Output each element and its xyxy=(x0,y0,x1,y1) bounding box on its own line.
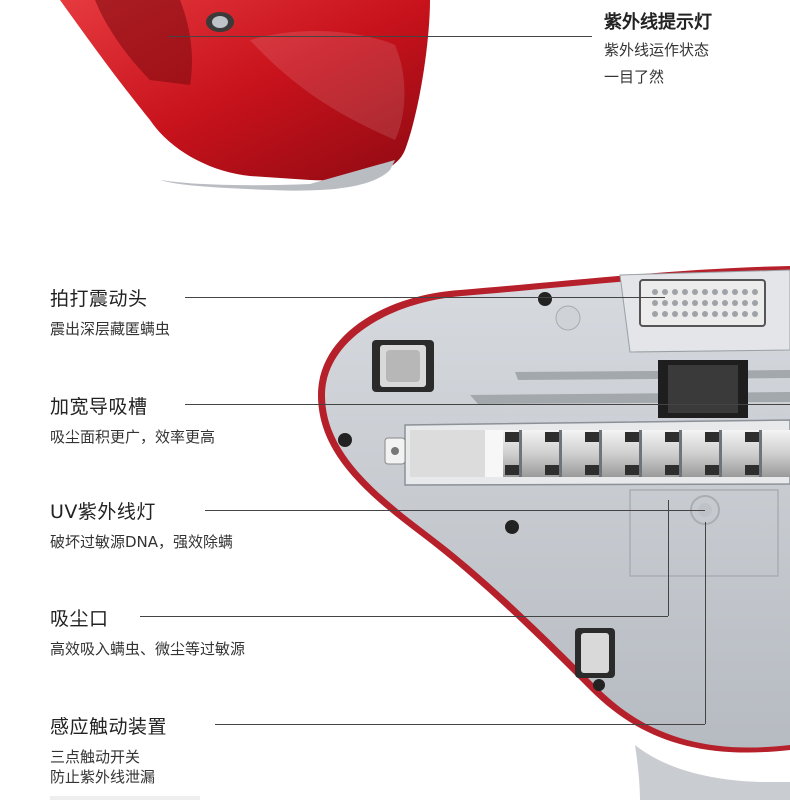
feature-sensor-switch: 感应触动装置 三点触动开关 防止紫外线泄漏 xyxy=(50,712,167,787)
feature-title: 感应触动装置 xyxy=(50,716,168,738)
feature-title: 吸尘口 xyxy=(50,608,109,630)
feature-desc: 震出深层藏匿螨虫 xyxy=(50,320,171,338)
feature-title: UV紫外线灯 xyxy=(50,501,156,523)
feature-uv-lamp: UV紫外线灯 破坏过敏源DNA，强效除螨 xyxy=(50,497,233,552)
feature-title: 加宽导吸槽 xyxy=(50,396,148,418)
leader-line-uv-lamp xyxy=(205,510,705,511)
feature-title: 拍打震动头 xyxy=(50,288,148,310)
leader-vertical-suction-port xyxy=(668,500,669,616)
leader-line-sensor-switch xyxy=(215,724,705,725)
leader-line-suction-port xyxy=(140,616,668,617)
cleaner-base xyxy=(318,266,790,800)
feature-desc: 破坏过敏源DNA，强效除螨 xyxy=(50,533,234,551)
leader-line-uv-indicator xyxy=(168,36,592,37)
feature-desc: 高效吸入螨虫、微尘等过敏源 xyxy=(50,640,246,658)
callout-title: 紫外线提示灯 xyxy=(604,12,712,33)
feature-suction-groove: 加宽导吸槽 吸尘面积更广，效率更高 xyxy=(50,392,215,447)
leader-line-suction-groove xyxy=(185,404,790,405)
feature-suction-port: 吸尘口 高效吸入螨虫、微尘等过敏源 xyxy=(50,604,245,659)
leader-line-vibration-head xyxy=(185,297,665,298)
feature-desc: 三点触动开关 xyxy=(50,748,141,766)
feature-desc: 吸尘面积更广，效率更高 xyxy=(50,428,216,446)
callout-desc-line: 一目了然 xyxy=(604,68,665,86)
callout-uv-indicator: 紫外线提示灯 紫外线运作状态 一目了然 xyxy=(604,8,712,88)
leader-vertical-sensor-switch xyxy=(705,522,706,724)
feature-desc: 防止紫外线泄漏 xyxy=(50,768,156,786)
callout-desc-line: 紫外线运作状态 xyxy=(604,41,710,59)
uv-indicator-device xyxy=(60,0,430,191)
feature-vibration-head: 拍打震动头 震出深层藏匿螨虫 xyxy=(50,284,170,339)
